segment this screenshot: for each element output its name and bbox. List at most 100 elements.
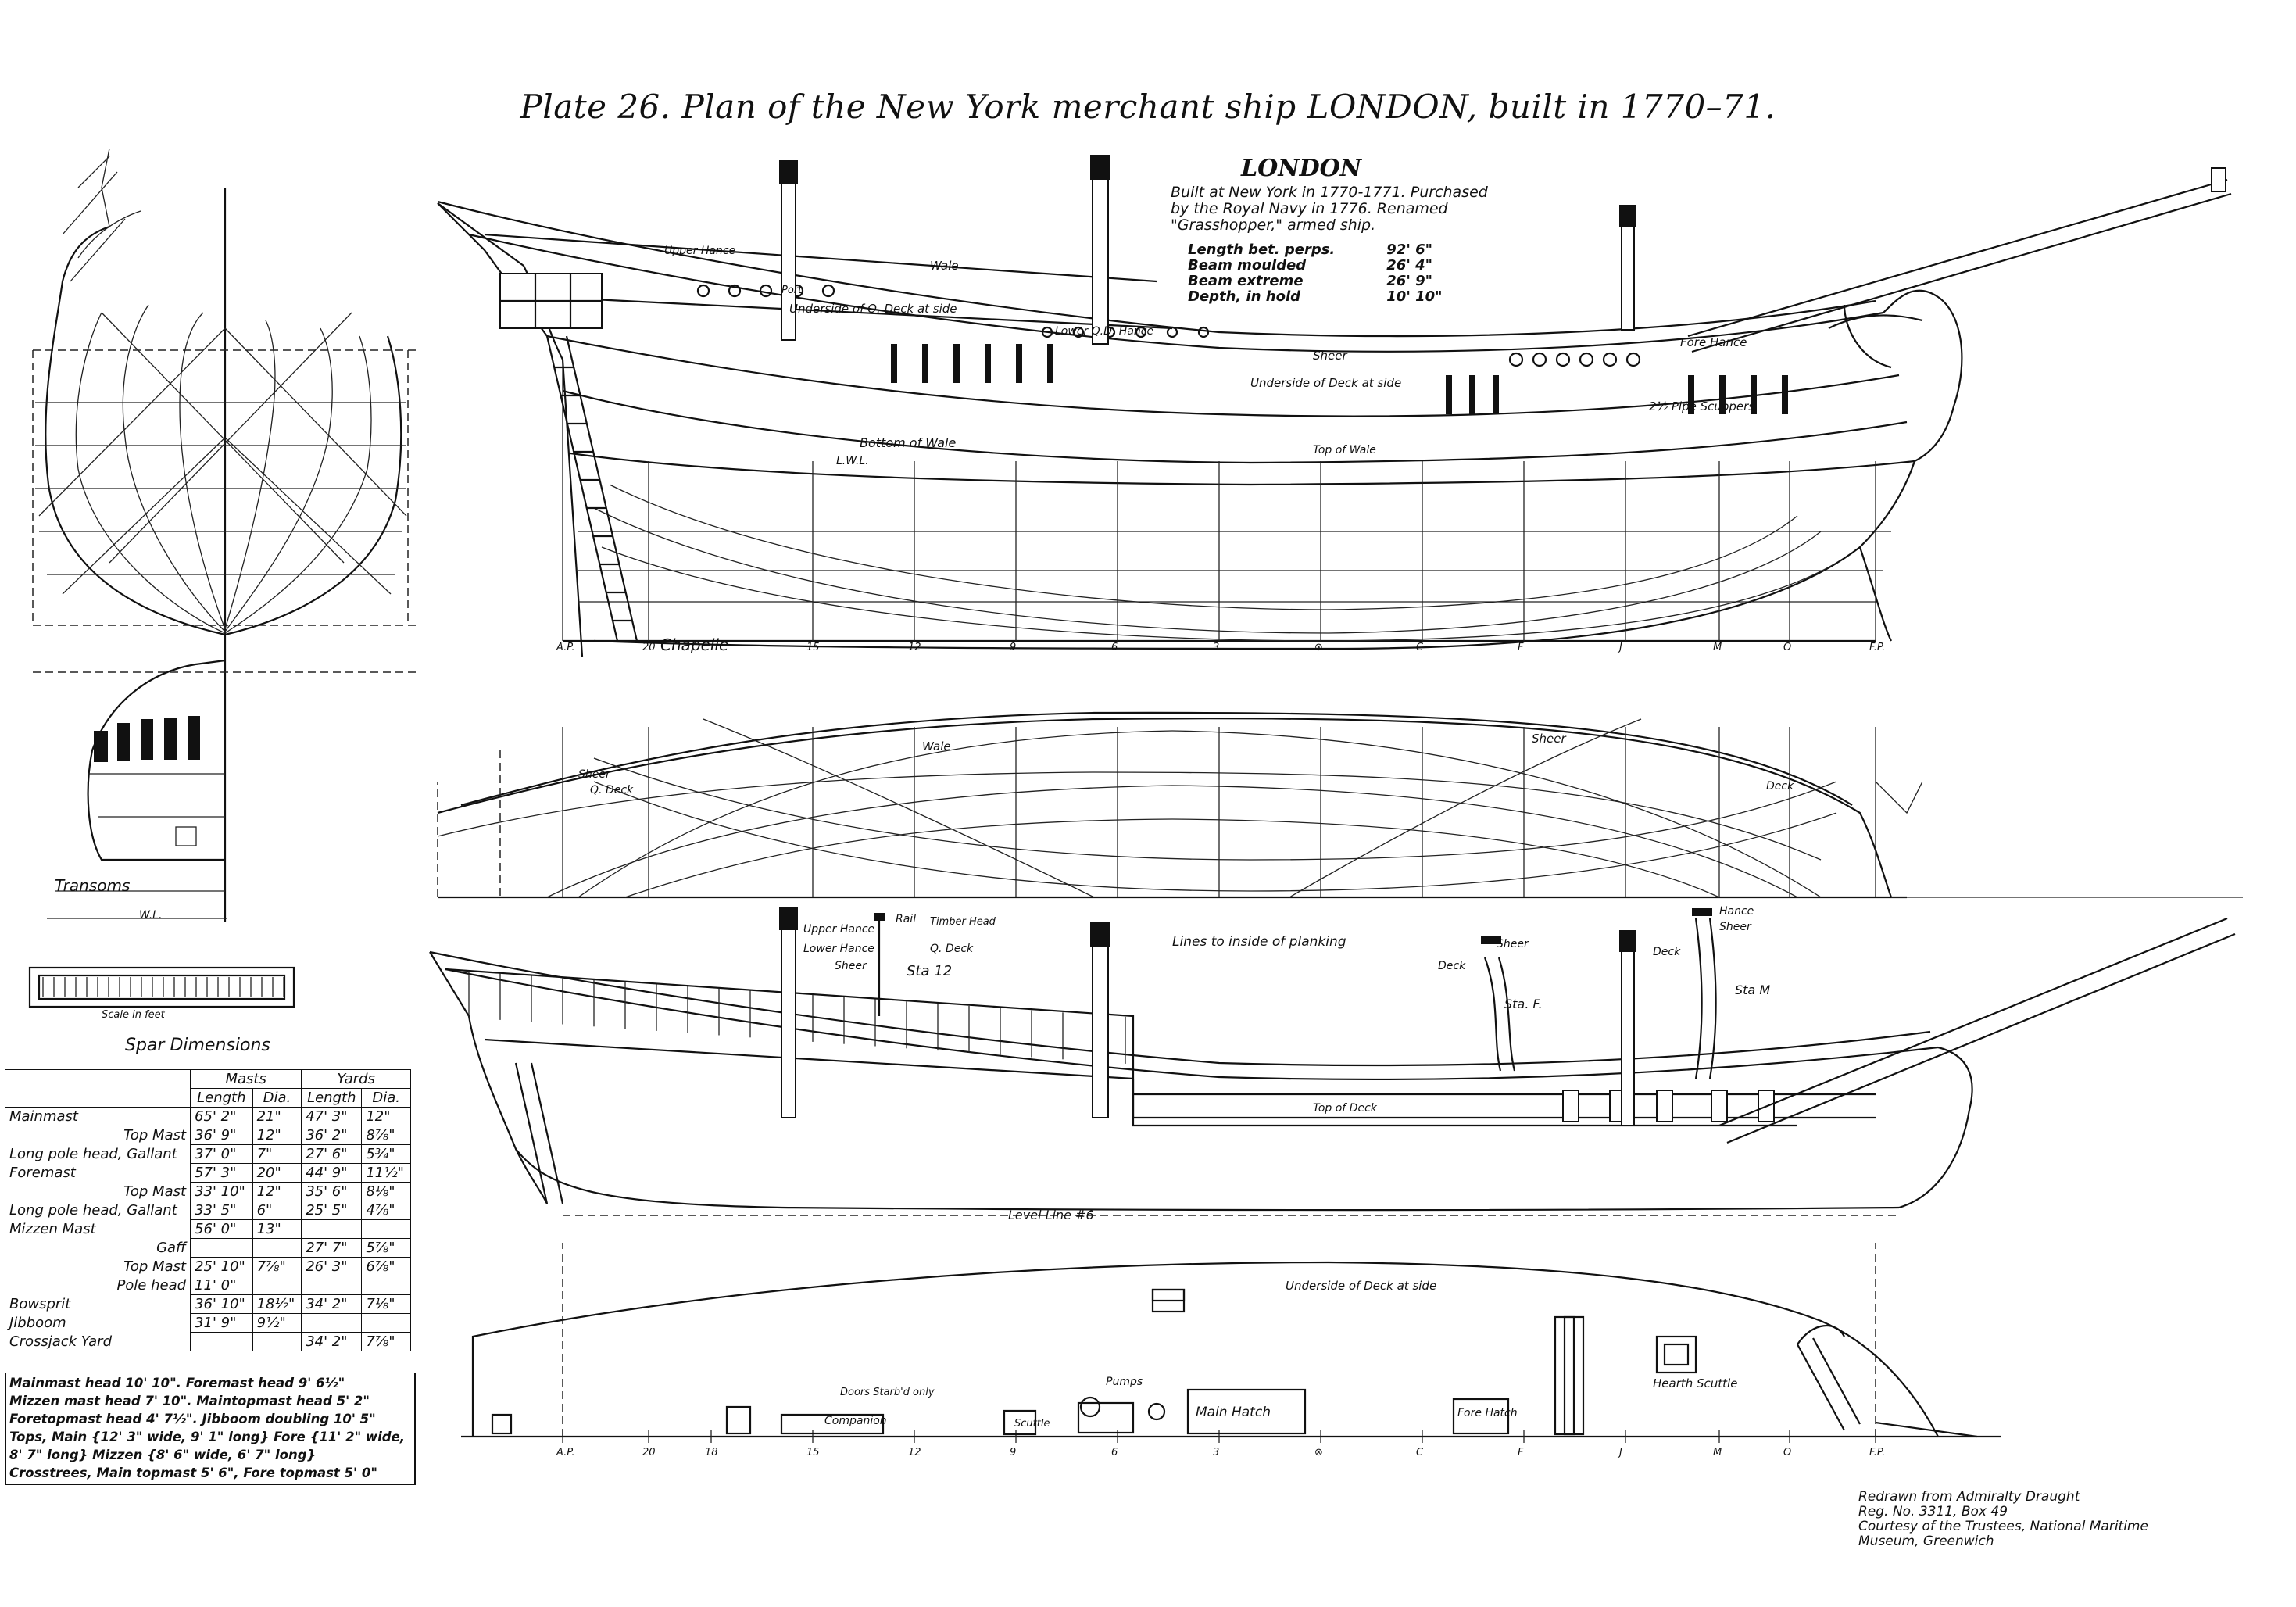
spar-name: Top Mast [4, 1257, 191, 1276]
main-hatch-label: Main Hatch [1196, 1405, 1271, 1420]
scale-label: Scale in feet [102, 1009, 166, 1021]
spar-name: Mainmast [4, 1107, 191, 1126]
spar-value: 9½" [252, 1313, 302, 1333]
spar-value: 4⅞" [361, 1201, 411, 1220]
scupper-post [1719, 375, 1726, 414]
spar-value: 27' 6" [301, 1144, 363, 1164]
spar-value: 33' 10" [190, 1182, 253, 1201]
sheer-label: Sheer [1313, 349, 1347, 363]
spar-value: 31' 9" [190, 1313, 253, 1333]
port-circle [1532, 352, 1547, 367]
sheer-plan: Upper Hance Wale Port Underside of Q. De… [437, 155, 2232, 657]
spar-value: 7⅞" [252, 1257, 302, 1276]
spar-value [361, 1313, 411, 1333]
port-circle [728, 284, 742, 298]
spar-value: 36' 10" [190, 1294, 253, 1314]
spar-value: 34' 2" [301, 1332, 363, 1351]
credit-line: Redrawn from Admiralty Draught [1858, 1489, 2080, 1505]
spar-value: 20" [252, 1163, 302, 1183]
spar-col-header: Length [190, 1088, 253, 1108]
hb-wale-label: Wale [922, 739, 951, 753]
underside-deck-label-2: Underside of Deck at side [1286, 1279, 1436, 1293]
spar-value: 37' 0" [190, 1144, 253, 1164]
spar-corner [4, 1069, 191, 1108]
spar-caption: Spar Dimensions [125, 1036, 270, 1055]
spar-note-line: Foretopmast head 4' 7½". Jibboom doublin… [9, 1412, 376, 1426]
station-label: 18 [705, 1447, 718, 1458]
body-plan: Transoms W.L. [32, 148, 416, 922]
ship-description: Built at New York in 1770-1771. Purchase… [1171, 184, 1488, 234]
port-circle [1166, 326, 1178, 338]
station-label: A.P. [556, 1447, 574, 1458]
sta12-label: Sta 12 [907, 963, 952, 979]
spar-value: 11' 0" [190, 1276, 253, 1295]
station-label: ⊗ [1314, 1447, 1323, 1458]
spar-note-line: Mainmast head 10' 10". Foremast head 9' … [9, 1376, 345, 1390]
spar-value: 6⅞" [361, 1257, 411, 1276]
wl-label: W.L. [139, 909, 162, 922]
hearth-scuttle-label: Hearth Scuttle [1653, 1376, 1737, 1390]
spar-value: 8⅞" [361, 1126, 411, 1145]
sheer-label-2: Sheer [835, 960, 867, 972]
transoms-label: Transoms [55, 876, 130, 895]
top-of-deck-label: Top of Deck [1313, 1102, 1378, 1115]
spar-value: 13" [252, 1219, 302, 1239]
station-label: 20 [642, 1447, 656, 1458]
hb-deck-label: Deck [1766, 780, 1794, 793]
spar-value: 36' 2" [301, 1126, 363, 1145]
sheer-label-3: Sheer [1497, 938, 1529, 950]
level-line-label: Level Line #6 [1008, 1208, 1094, 1222]
dimension-value: 26' 4" [1386, 257, 1433, 274]
ship-name: LONDON [1241, 155, 1362, 182]
pipe-scuppers-label: 2½ Pipe Scuppers [1649, 399, 1754, 413]
scupper-post [985, 344, 991, 383]
timber-head-label: Timber Head [930, 916, 996, 928]
spar-value: 6" [252, 1201, 302, 1220]
masts-header: Masts [190, 1069, 302, 1089]
lwl-label: L.W.L. [836, 455, 869, 467]
sheer-label-4: Sheer [1719, 921, 1752, 933]
port-circle [759, 284, 773, 298]
station-label: 6 [1111, 1447, 1118, 1458]
port-circle [1135, 326, 1147, 338]
deck-plan: Underside of Deck at side Doors Starb'd … [461, 1243, 2001, 1458]
port-circle [1508, 352, 1524, 367]
spar-name: Foremast [4, 1163, 191, 1183]
upper-hance-label-2: Upper Hance [803, 923, 874, 936]
rail-label: Rail [896, 913, 916, 925]
doors-label: Doors Starb'd only [840, 1387, 935, 1398]
spar-name: Bowsprit [4, 1294, 191, 1314]
spar-value: 8⅛" [361, 1182, 411, 1201]
yards-header: Yards [301, 1069, 411, 1089]
bitt-post [1656, 1090, 1673, 1122]
spar-name: Top Mast [4, 1126, 191, 1145]
credit-line: Reg. No. 3311, Box 49 [1858, 1504, 2008, 1519]
scupper-post [953, 344, 960, 383]
spar-value [361, 1276, 411, 1295]
spar-value: 57' 3" [190, 1163, 253, 1183]
spar-value: 18½" [252, 1294, 302, 1314]
station-label: A.P. [556, 642, 574, 653]
underside-qdeck-label: Underside of Q. Deck at side [789, 302, 957, 316]
station-label: O [1783, 1447, 1791, 1458]
lower-qd-hance-label: Lower Q.D. Hance [1055, 325, 1153, 338]
spar-value: 5⅞" [361, 1238, 411, 1258]
dimension-value: 26' 9" [1386, 273, 1433, 289]
staF-label: Sta. F. [1504, 997, 1543, 1011]
scupper-post [891, 344, 897, 383]
spar-col-header: Dia. [361, 1088, 411, 1108]
station-label: M [1713, 1447, 1722, 1458]
station-label: 9 [1010, 1447, 1016, 1458]
scupper-post [1016, 344, 1022, 383]
scuttle-label: Scuttle [1014, 1418, 1050, 1430]
spar-name: Top Mast [4, 1182, 191, 1201]
spar-value: 25' 10" [190, 1257, 253, 1276]
